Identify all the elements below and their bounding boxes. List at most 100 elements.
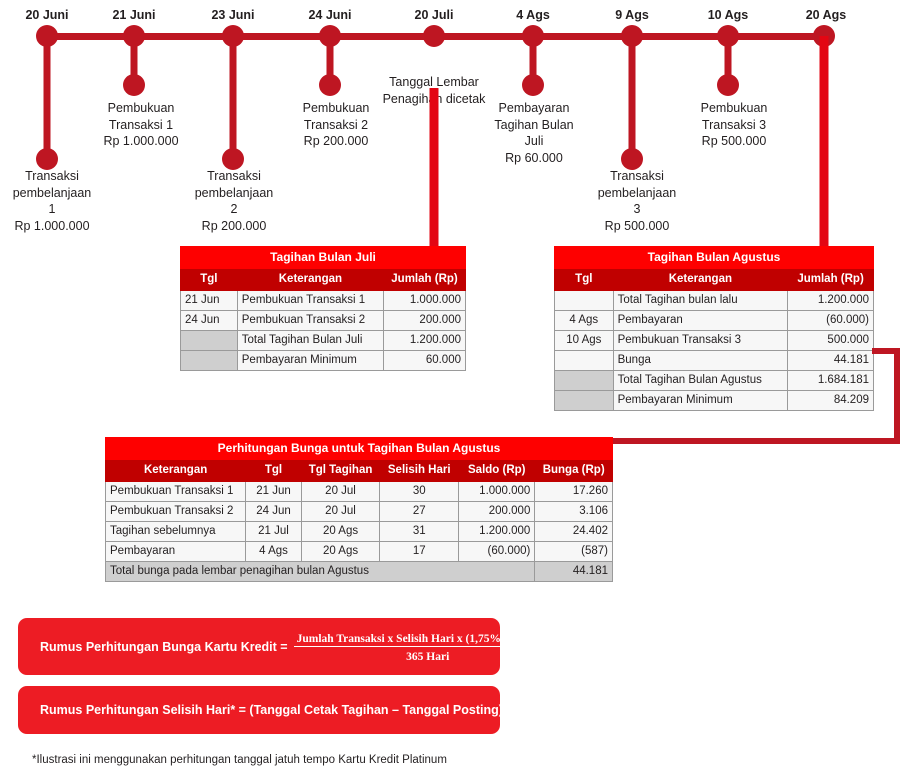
cell-keterangan: Pembayaran Minimum: [236, 350, 385, 371]
table-row: Tagihan sebelumnya 21 Jul 20 Ags 31 1.20…: [104, 521, 613, 542]
timeline-node-enddot: [621, 148, 643, 170]
cell-total-bunga: 44.181: [534, 561, 613, 582]
timeline-text-line: Pembayaran: [498, 101, 570, 115]
cell-selisih-hari: 31: [379, 521, 460, 542]
timeline-text-line: pembelanjaan: [12, 185, 92, 200]
timeline-node-stem: [229, 36, 237, 158]
cell-jumlah: 1.200.000: [383, 330, 466, 351]
timeline-node-text: Pembayaran Tagihan Bulan Juli Rp 60.000: [494, 100, 573, 166]
cell-tgl: 10 Ags: [554, 330, 614, 351]
cell-tgl-tagihan: 20 Jul: [300, 501, 381, 522]
cell-keterangan: Total Tagihan bulan lalu: [612, 290, 789, 311]
timeline-text-line: Transaksi 3: [701, 117, 767, 132]
table-row: Pembayaran Minimum 60.000: [180, 350, 466, 371]
timeline-node-label: 20 Juli: [414, 8, 454, 22]
timeline-text-line: pembelanjaan: [597, 185, 677, 200]
timeline-text-line: Rp 200.000: [201, 218, 267, 233]
formula-bunga-label: Rumus Perhitungan Bunga Kartu Kredit =: [40, 639, 288, 654]
column-header-tgl-tagihan: Tgl Tagihan: [300, 459, 381, 482]
cell-jumlah: 84.209: [787, 390, 874, 411]
timeline-text-line: 3: [633, 202, 641, 216]
column-header-jumlah: Jumlah (Rp): [787, 268, 874, 291]
connector-segment-horizontal-top: [872, 348, 900, 354]
cell-tgl-tagihan: 20 Ags: [300, 541, 381, 562]
timeline-text-line: Tanggal Lembar: [389, 75, 479, 89]
cell-keterangan: Total Tagihan Bulan Agustus: [612, 370, 789, 391]
cell-tgl-tagihan: 20 Jul: [300, 481, 381, 502]
formula-selisih-content: Rumus Perhitungan Selisih Hari* = (Tangg…: [18, 703, 552, 717]
cell-jumlah: 1.684.181: [787, 370, 874, 391]
timeline-node-label: 20 Juni: [25, 8, 69, 22]
timeline-node-text: Pembukuan Transaksi 3 Rp 500.000: [701, 100, 768, 150]
timeline-node-enddot: [222, 148, 244, 170]
timeline-text-line: Tagihan Bulan: [494, 117, 574, 132]
table-row: Pembukuan Transaksi 1 21 Jun 20 Jul 30 1…: [104, 481, 613, 502]
table-header-row: Tgl Keterangan Jumlah (Rp): [180, 268, 466, 291]
table-title-row: Tagihan Bulan Juli: [180, 246, 466, 269]
cell-tgl: 21 Jul: [245, 521, 302, 542]
formula-selisih-label: Rumus Perhitungan Selisih Hari* = (Tangg…: [40, 703, 552, 717]
timeline-text-line: pembelanjaan: [194, 185, 274, 200]
timeline-connector-agustus: [819, 36, 829, 246]
cell-tgl: 4 Ags: [245, 541, 302, 562]
timeline-node-text: Transaksi pembelanjaan 2 Rp 200.000: [195, 168, 274, 234]
column-header-keterangan: Keterangan: [612, 268, 789, 291]
timeline-node-enddot: [123, 74, 145, 96]
timeline-text-line: 1: [48, 202, 56, 216]
cell-tgl: [180, 330, 238, 351]
cell-saldo: 1.200.000: [458, 521, 536, 542]
timeline-node-dot: [423, 25, 445, 47]
cell-keterangan: Pembukuan Transaksi 1: [236, 290, 385, 311]
cell-bunga: 3.106: [534, 501, 613, 522]
timeline-text-line: Rp 500.000: [604, 218, 670, 233]
cell-total-label: Total bunga pada lembar penagihan bulan …: [104, 561, 536, 582]
timeline-text-line: Rp 60.000: [505, 150, 563, 165]
timeline-node-label: 20 Ags: [805, 8, 847, 22]
timeline-node-stem: [628, 36, 636, 158]
timeline-node-label: 24 Juni: [308, 8, 352, 22]
cell-jumlah: 200.000: [383, 310, 466, 331]
cell-tgl: 24 Jun: [180, 310, 238, 331]
timeline-node-text: Pembukuan Transaksi 1 Rp 1.000.000: [103, 100, 178, 150]
cell-keterangan: Pembukuan Transaksi 2: [236, 310, 385, 331]
column-header-bunga: Bunga (Rp): [534, 459, 613, 482]
formula-box-bunga: Rumus Perhitungan Bunga Kartu Kredit = J…: [18, 618, 562, 675]
cell-keterangan: Total Tagihan Bulan Juli: [236, 330, 385, 351]
formula-box-selisih-hari: Rumus Perhitungan Selisih Hari* = (Tangg…: [18, 686, 552, 734]
timeline-node-label: 21 Juni: [112, 8, 156, 22]
timeline-node-enddot: [36, 148, 58, 170]
timeline-text-line: Transaksi: [610, 169, 664, 183]
timeline-text-line: Rp 500.000: [701, 134, 767, 148]
table-row: Bunga 44.181: [554, 350, 874, 371]
table-header-row: Keterangan Tgl Tgl Tagihan Selisih Hari …: [104, 459, 613, 482]
cell-tgl: 24 Jun: [245, 501, 302, 522]
timeline-node-label: 10 Ags: [707, 8, 749, 22]
cell-jumlah: 1.200.000: [787, 290, 874, 311]
table-title-row: Perhitungan Bunga untuk Tagihan Bulan Ag…: [105, 437, 613, 460]
cell-keterangan: Pembukuan Transaksi 1: [104, 481, 247, 502]
timeline-text-line: Transaksi: [207, 169, 261, 183]
cell-selisih-hari: 27: [379, 501, 460, 522]
timeline-text-line: Transaksi 2: [303, 117, 369, 132]
timeline-text-line: Pembukuan: [302, 101, 370, 115]
cell-bunga: 17.260: [534, 481, 613, 502]
timeline-text-line: 2: [230, 202, 238, 216]
table-title-row: Tagihan Bulan Agustus: [554, 246, 874, 269]
column-header-jumlah: Jumlah (Rp): [383, 268, 466, 291]
timeline-node-text: Transaksi pembelanjaan 1 Rp 1.000.000: [13, 168, 92, 234]
table-title: Tagihan Bulan Agustus: [554, 246, 874, 269]
timeline-text-line: Rp 1.000.000: [14, 218, 90, 233]
table-tagihan-juli: Tagihan Bulan Juli Tgl Keterangan Jumlah…: [180, 246, 466, 371]
cell-tgl: 21 Jun: [180, 290, 238, 311]
cell-selisih-hari: 30: [379, 481, 460, 502]
cell-tgl: [554, 350, 614, 371]
cell-tgl: 21 Jun: [245, 481, 302, 502]
table-row: Pembayaran Minimum 84.209: [554, 390, 874, 411]
cell-keterangan: Pembayaran: [104, 541, 247, 562]
connector-segment-horizontal-bottom: [610, 438, 900, 444]
timeline-text-line: Pembukuan: [107, 101, 175, 115]
timeline-node-enddot: [319, 74, 341, 96]
cell-tgl: [554, 290, 614, 311]
table-row: 21 Jun Pembukuan Transaksi 1 1.000.000: [180, 290, 466, 311]
timeline-text-line: Pembukuan: [700, 101, 768, 115]
